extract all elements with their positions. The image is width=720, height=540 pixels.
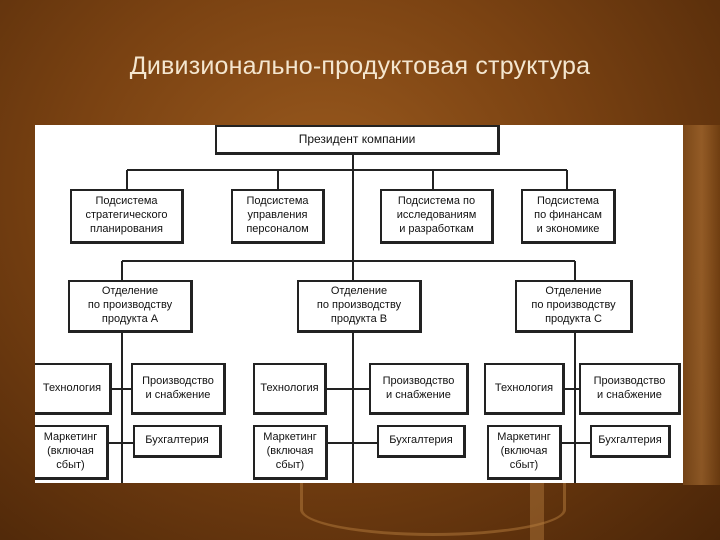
division-a-accounting: Бухгалтерия <box>133 425 222 458</box>
division-c-marketing: Маркетинг (включая сбыт) <box>487 425 562 480</box>
president-box: Президент компании <box>215 125 500 155</box>
division-b-marketing: Маркетинг (включая сбыт) <box>253 425 328 480</box>
division-b-accounting: Бухгалтерия <box>377 425 466 458</box>
subsystem-personnel: Подсистема управления персоналом <box>231 189 325 244</box>
division-a-box: Отделение по производству продукта А <box>68 280 193 333</box>
division-a-technology: Технология <box>35 363 112 415</box>
subsystem-strategic-planning: Подсистема стратегического планирования <box>70 189 184 244</box>
subsystem-finance: Подсистема по финансам и экономике <box>521 189 616 244</box>
division-c-accounting: Бухгалтерия <box>590 425 671 458</box>
decorative-scale-bowl <box>300 483 566 536</box>
division-a-marketing: Маркетинг (включая сбыт) <box>35 425 109 480</box>
division-a-production: Производство и снабжение <box>131 363 226 415</box>
division-b-box: Отделение по производству продукта В <box>297 280 422 333</box>
org-chart-panel: Президент компании Подсистема стратегиче… <box>35 125 683 483</box>
decorative-column <box>683 125 720 485</box>
division-c-box: Отделение по производству продукта С <box>515 280 633 333</box>
decorative-scale-stand <box>530 483 544 540</box>
connector-lines <box>109 155 590 483</box>
slide-title: Дивизионально-продуктовая структура <box>129 52 591 80</box>
division-c-production: Производство и снабжение <box>579 363 681 415</box>
division-b-production: Производство и снабжение <box>369 363 469 415</box>
division-b-technology: Технология <box>253 363 327 415</box>
subsystem-research: Подсистема по исследованиям и разработка… <box>380 189 494 244</box>
division-c-technology: Технология <box>484 363 565 415</box>
